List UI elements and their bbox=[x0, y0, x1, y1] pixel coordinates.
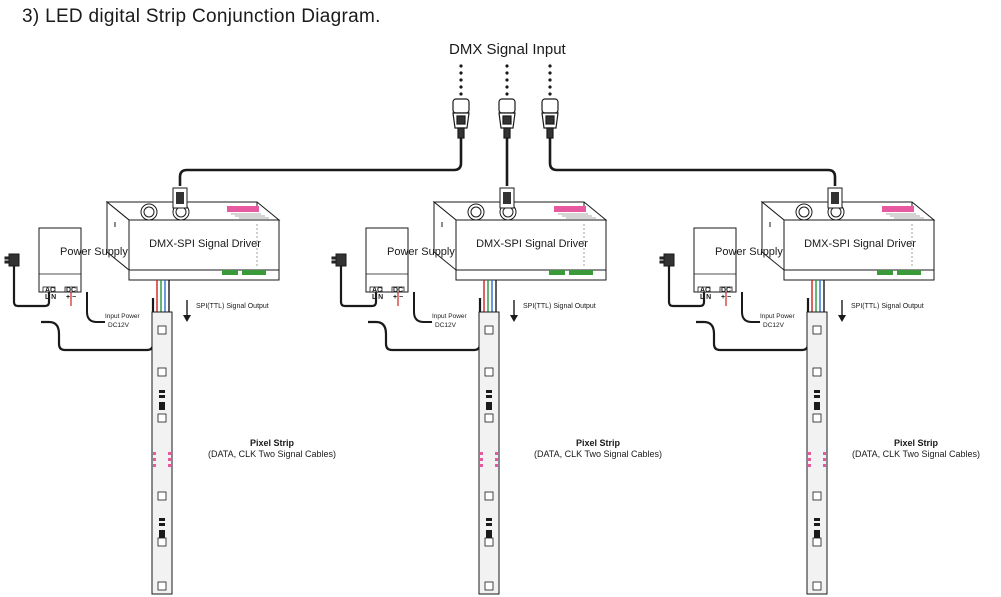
dc-label: DC bbox=[721, 287, 731, 294]
dmx-cables bbox=[178, 138, 837, 186]
xlr-plug-icon bbox=[452, 98, 470, 139]
ac-terminals: L N bbox=[372, 294, 383, 301]
xlr-plug-icon bbox=[541, 98, 559, 139]
driver-label: DMX-SPI Signal Driver bbox=[149, 238, 261, 250]
ac-terminals: L N bbox=[45, 294, 56, 301]
xlr-plug-icon bbox=[498, 98, 516, 139]
ac-label: AC bbox=[372, 287, 382, 294]
unit-2: DMX-SPI Signal Driver Power Supply AC L … bbox=[330, 186, 662, 597]
power-supply-label: Power Supply bbox=[60, 246, 128, 258]
driver-label: DMX-SPI Signal Driver bbox=[476, 238, 588, 250]
signal-output-label: SPI(TTL) Signal Output bbox=[523, 303, 596, 310]
page-title: 3) LED digital Strip Conjunction Diagram… bbox=[22, 6, 381, 27]
dc-terminals: + − bbox=[66, 294, 76, 301]
power-supply-label: Power Supply bbox=[715, 246, 783, 258]
ac-terminals: L N bbox=[700, 294, 711, 301]
pixel-strip-sublabel: (DATA, CLK Two Signal Cables) bbox=[534, 449, 662, 459]
input-power-label: Input Power bbox=[432, 313, 468, 320]
pixel-strip-sublabel: (DATA, CLK Two Signal Cables) bbox=[208, 449, 336, 459]
dc-terminals: + − bbox=[721, 294, 731, 301]
input-power-label: Input Power bbox=[105, 313, 141, 320]
unit-3: DMX-SPI Signal Driver Power Supply AC L … bbox=[658, 186, 980, 597]
dc-label: DC bbox=[393, 287, 403, 294]
pixel-strip-sublabel: (DATA, CLK Two Signal Cables) bbox=[852, 449, 980, 459]
dmx-input-plugs bbox=[452, 98, 559, 139]
dmx-dotted-lines bbox=[459, 64, 552, 96]
signal-output-label: SPI(TTL) Signal Output bbox=[851, 303, 924, 310]
driver-label: DMX-SPI Signal Driver bbox=[804, 238, 916, 250]
input-voltage-label: DC12V bbox=[435, 322, 457, 329]
dc-label: DC bbox=[66, 287, 76, 294]
unit-1: DMX-SPI Signal Driver Power Supply AC L … bbox=[3, 186, 336, 597]
power-supply-label: Power Supply bbox=[387, 246, 455, 258]
pixel-strip-label: Pixel Strip bbox=[894, 438, 939, 448]
ac-label: AC bbox=[45, 287, 55, 294]
ac-label: AC bbox=[700, 287, 710, 294]
pixel-strip-label: Pixel Strip bbox=[250, 438, 295, 448]
dc-terminals: + − bbox=[393, 294, 403, 301]
dmx-signal-input-label: DMX Signal Input bbox=[449, 41, 566, 58]
signal-output-label: SPI(TTL) Signal Output bbox=[196, 303, 269, 310]
pixel-strip-label: Pixel Strip bbox=[576, 438, 621, 448]
input-voltage-label: DC12V bbox=[108, 322, 130, 329]
input-voltage-label: DC12V bbox=[763, 322, 785, 329]
input-power-label: Input Power bbox=[760, 313, 796, 320]
